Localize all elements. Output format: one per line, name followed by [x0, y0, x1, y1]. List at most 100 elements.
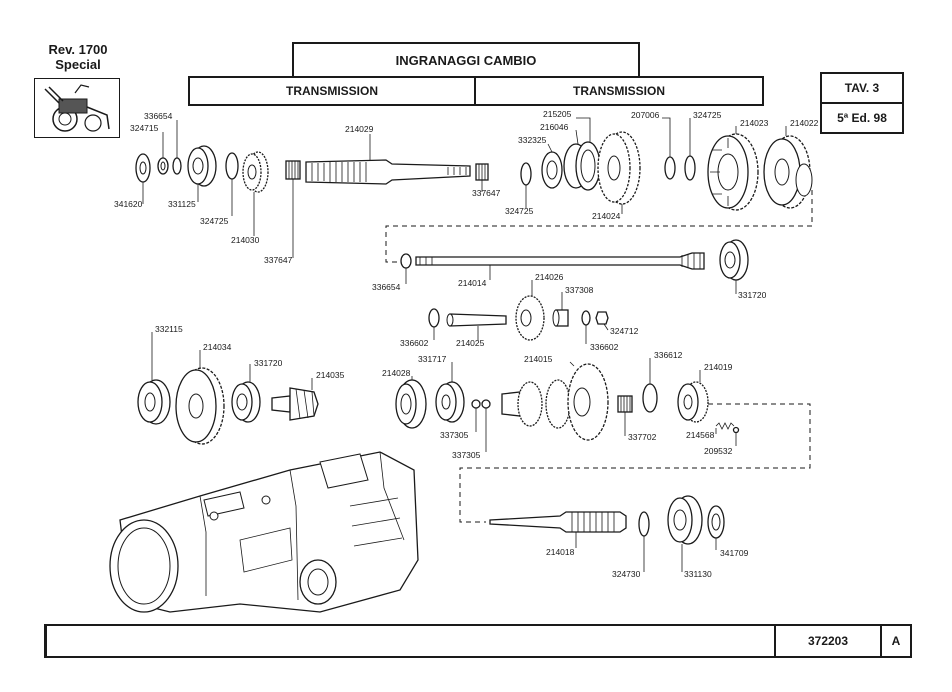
model-label: Rev. 1700 Special: [36, 42, 120, 72]
section-right-box: TRANSMISSION: [474, 76, 764, 106]
section-left-box: TRANSMISSION: [188, 76, 476, 106]
label-214028: 214028: [382, 368, 411, 378]
part-341620-seal: [135, 153, 151, 183]
part-331717-bearing: [435, 381, 465, 423]
part-324725-circlip-b: [520, 162, 532, 186]
label-331720-b: 331720: [254, 358, 283, 368]
label-337647-a: 337647: [264, 255, 293, 265]
label-216046: 216046: [540, 122, 569, 132]
part-214026-idler-gear: [515, 295, 545, 341]
part-214024-gear: [597, 131, 641, 205]
part-216046-synchro-ring: [563, 141, 601, 191]
footer-bar: [44, 624, 912, 658]
part-214014-shaft: [415, 252, 705, 270]
part-214568-spring: [715, 422, 735, 430]
part-214025-pin: [446, 313, 507, 327]
label-214025: 214025: [456, 338, 485, 348]
label-336602-a: 336602: [400, 338, 429, 348]
part-332115-bearing: [137, 379, 171, 425]
label-209532: 209532: [704, 446, 733, 456]
label-215205: 215205: [543, 109, 572, 119]
label-324715: 324715: [130, 123, 159, 133]
part-336612-washer: [642, 383, 658, 413]
part-214029-shaft: [305, 159, 471, 185]
label-331720-a: 331720: [738, 290, 767, 300]
label-324725-c: 324725: [693, 110, 722, 120]
part-331130-bearing: [667, 495, 703, 545]
label-341620: 341620: [114, 199, 143, 209]
part-341709-seal: [707, 505, 725, 539]
label-214019: 214019: [704, 362, 733, 372]
label-331130: 331130: [684, 569, 712, 579]
label-336654-b: 336654: [372, 282, 401, 292]
part-214023-gear: [707, 133, 759, 211]
part-214019-coupling: [677, 381, 709, 423]
part-332325-bearing: [541, 151, 563, 189]
label-337308: 337308: [565, 285, 594, 295]
label-324712: 324712: [610, 326, 639, 336]
label-337702: 337702: [628, 432, 657, 442]
label-337647-b: 337647: [472, 188, 501, 198]
label-214022: 214022: [790, 118, 819, 128]
part-207006-washer: [664, 156, 676, 180]
part-214018-shaft: [489, 511, 627, 533]
machine-thumbnail: [34, 78, 120, 138]
part-214035-bevel-pinion: [271, 387, 319, 421]
label-331717: 331717: [418, 354, 447, 364]
label-214015: 214015: [524, 354, 553, 364]
label-214018: 214018: [546, 547, 575, 557]
part-324712-nut: [595, 311, 609, 325]
part-337308-bushing: [552, 309, 569, 327]
table-number: TAV. 3: [844, 81, 880, 95]
label-324725-a: 324725: [200, 216, 229, 226]
title-box: INGRANAGGI CAMBIO: [292, 42, 640, 76]
model-line-2: Special: [55, 57, 101, 72]
label-214035: 214035: [316, 370, 345, 380]
label-324730: 324730: [612, 569, 641, 579]
label-214034: 214034: [203, 342, 232, 352]
part-214034-gear: [175, 367, 225, 445]
table-number-box: TAV. 3: [820, 72, 904, 104]
label-214029: 214029: [345, 124, 374, 134]
edition-box: 5ª Ed. 98: [820, 102, 904, 134]
part-324725-circlip-c: [684, 155, 696, 181]
part-214030-gear: [242, 151, 269, 193]
part-214015-cluster-gear: [501, 363, 609, 441]
tiller-illustration: [44, 84, 110, 132]
edition-label: 5ª Ed. 98: [837, 111, 887, 125]
part-324730-circlip: [638, 511, 650, 537]
part-324725-circlip: [225, 152, 239, 180]
label-332325: 332325: [518, 135, 547, 145]
model-line-1: Rev. 1700: [48, 42, 108, 57]
label-337305-a: 337305: [440, 430, 469, 440]
part-336654-ring: [172, 157, 182, 175]
part-337702-needle-bearing: [617, 395, 633, 413]
section-left-label: TRANSMISSION: [285, 84, 378, 98]
label-341709: 341709: [720, 548, 749, 558]
label-207006: 207006: [631, 110, 660, 120]
part-214028-seal: [395, 379, 427, 429]
label-324725-b: 324725: [505, 206, 534, 216]
label-214030: 214030: [231, 235, 260, 245]
part-331125-bearing: [187, 145, 217, 187]
label-332115: 332115: [155, 324, 183, 334]
page-title: INGRANAGGI CAMBIO: [395, 52, 537, 68]
label-336654: 336654: [144, 111, 173, 121]
label-214024: 214024: [592, 211, 621, 221]
part-214022-gear: [763, 135, 813, 209]
part-337647-needle-bearing: [285, 160, 301, 180]
revision-letter: A: [891, 634, 901, 648]
part-337647-needle-bearing-b: [475, 163, 489, 181]
label-214568: 214568: [686, 430, 715, 440]
label-214014: 214014: [458, 278, 487, 288]
doc-number: 372203: [807, 634, 849, 648]
part-209532-ball: [732, 426, 740, 434]
revision-box: A: [880, 624, 912, 658]
part-331720-bearing: [719, 239, 749, 281]
label-336602-b: 336602: [590, 342, 619, 352]
part-337305-ball-b: [481, 399, 491, 409]
label-214026: 214026: [535, 272, 564, 282]
label-331125: 331125: [168, 199, 196, 209]
part-337305-ball-a: [471, 399, 481, 409]
